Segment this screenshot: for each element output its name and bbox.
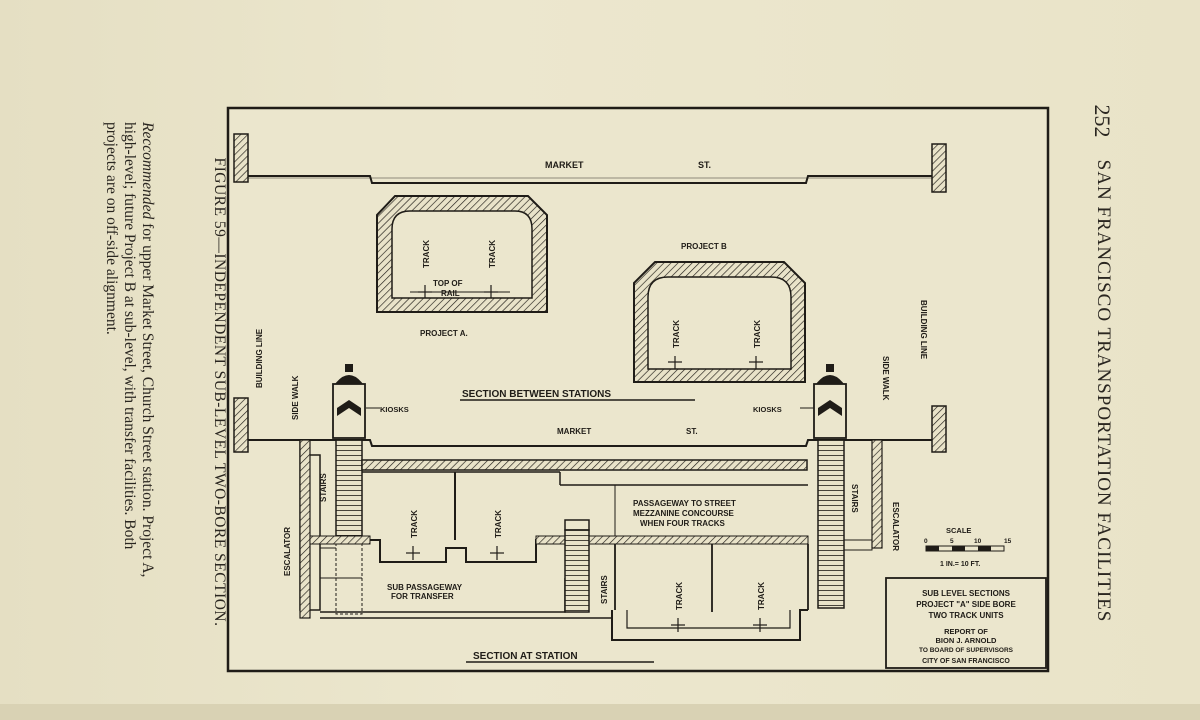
track-label-b1: TRACK [672,320,681,348]
title-block [885,577,1047,669]
building-wall-left-top [233,133,249,183]
track-label-s1: TRACK [410,510,419,538]
passageway-label-1: PASSAGEWAY TO STREET [633,499,736,508]
station-roof-slab [361,459,808,471]
title-block-line-6: TO BOARD OF SUPERVISORS [919,647,1014,654]
scale-ratio: 1 IN.= 10 FT. [940,561,980,568]
mezzanine-slab [535,535,809,545]
sub-passage-label-1: SUB PASSAGEWAY [387,583,463,592]
track-label-a1: TRACK [422,240,431,268]
street-line-top [248,175,932,184]
project-a-bore-interior [391,210,533,299]
title-block-line-7: CITY OF SAN FRANCISCO [922,658,1010,665]
stair-shaft-center [564,529,590,613]
title-block-line-3: TWO TRACK UNITS [928,611,1004,620]
side-walk-right: SIDE WALK [881,356,890,401]
section-between-label: SECTION BETWEEN STATIONS [462,389,611,400]
scale-tick-10: 10 [974,538,982,545]
passageway-label-3: WHEN FOUR TRACKS [640,519,726,528]
side-walk-left: SIDE WALK [291,375,300,420]
stair-shaft-left [335,439,363,541]
track-label-a2: TRACK [488,240,497,268]
title-block-line-4: REPORT OF [944,627,988,636]
market-st-mid-label: MARKET [557,427,591,436]
title-block-line-1: SUB LEVEL SECTIONS [922,589,1011,598]
scale-tick-5: 5 [950,538,954,545]
kiosk-left [332,364,380,439]
top-of-rail-1: TOP OF [433,279,463,288]
project-b-bore-interior [647,276,792,370]
kiosks-right-label: KIOSKS [753,405,782,414]
station-wall-right [871,439,883,549]
kiosk-right [800,364,847,439]
sub-passage-label-2: FOR TRANSFER [391,592,454,601]
scale-label: SCALE [946,526,971,535]
scale-tick-15: 15 [1004,538,1012,545]
project-b-station-floor [611,609,808,641]
project-a-station-floor [362,539,552,563]
section-at-label: SECTION AT STATION [473,651,578,662]
building-line-left: BUILDING LINE [255,328,264,388]
stairs-right: STAIRS [850,484,859,513]
market-st-top-label: MARKET [545,160,584,170]
market-st-mid-st: ST. [686,427,698,436]
page-bottom-edge [0,704,1200,720]
track-label-s4: TRACK [757,582,766,610]
track-label-s2: TRACK [494,510,503,538]
top-of-rail-2: RAIL [441,289,460,298]
building-wall-right-bottom [931,405,947,453]
stairs-center: STAIRS [600,575,609,604]
building-wall-left-bottom [233,397,249,453]
scale-tick-0: 0 [924,538,928,545]
station-wall-left [299,439,311,619]
building-line-right: BUILDING LINE [919,300,928,360]
kiosks-left-label: KIOSKS [380,405,409,414]
escalator-right: ESCALATOR [891,502,900,551]
title-block-line-2: PROJECT "A" SIDE BORE [916,600,1016,609]
stairs-left: STAIRS [319,473,328,502]
track-label-s3: TRACK [675,582,684,610]
project-b-label: PROJECT B [681,242,727,251]
title-block-line-5: BION J. ARNOLD [936,636,998,645]
track-label-b2: TRACK [753,320,762,348]
escalator-left: ESCALATOR [283,527,292,576]
project-a-label: PROJECT A. [420,329,468,338]
passageway-label-2: MEZZANINE CONCOURSE [633,509,735,518]
market-st-top-st: ST. [698,160,711,170]
building-wall-right-top [931,143,947,193]
stair-shaft-right [817,439,845,609]
